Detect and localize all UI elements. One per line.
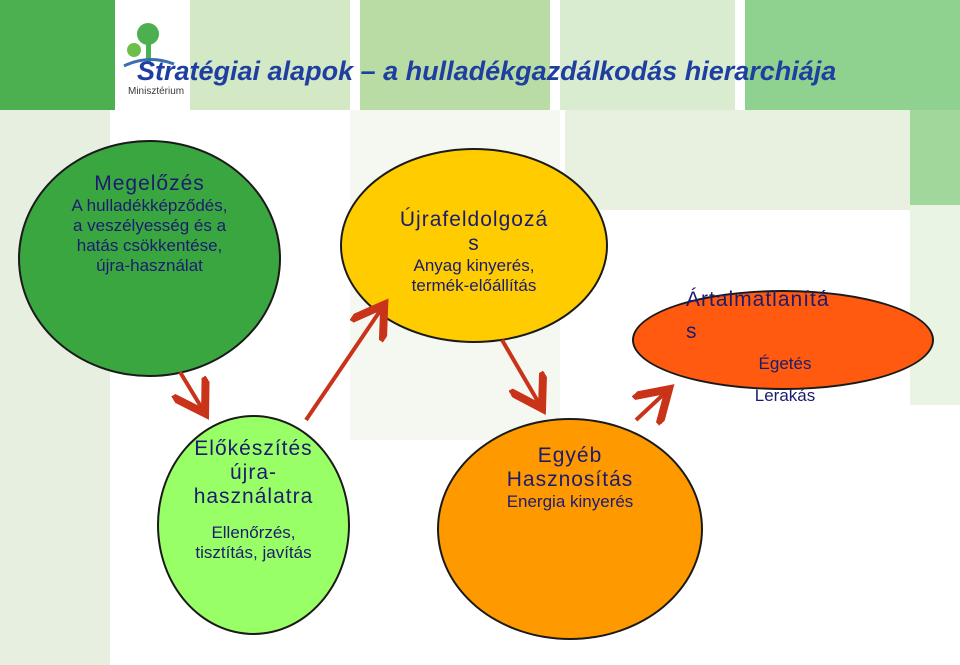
node-prep-reuse: Előkészítés újra- használatra Ellenőrzés…: [157, 415, 350, 635]
prep-reuse-line: Ellenőrzés,: [211, 523, 296, 542]
node-other-recovery: Egyéb Hasznosítás Energia kinyerés: [437, 418, 703, 640]
bg-block-top-3: [560, 0, 735, 110]
arrow-other-to-disposal: [636, 392, 666, 420]
disposal-line: Égetés: [758, 354, 812, 373]
bg-block-mid-3: [565, 110, 910, 210]
bg-block-right: [910, 110, 960, 205]
logo-label: Minisztérium: [128, 86, 185, 97]
prevention-line: hatás csökkentése,: [76, 236, 223, 255]
prep-reuse-heading: Előkészítés: [194, 437, 313, 460]
disposal-heading: Ártalmatlanítá: [686, 288, 830, 311]
other-recovery-line: Energia kinyerés: [506, 492, 634, 511]
prep-reuse-heading: újra-: [229, 461, 277, 484]
prevention-line: A hulladékképződés,: [71, 196, 228, 215]
bg-block-topleft: [0, 0, 115, 110]
bg-block-top-2: [360, 0, 550, 110]
ministry-logo: [123, 23, 175, 68]
recycling-line: termék-előállítás: [411, 276, 537, 295]
prevention-line: a veszélyesség és a: [72, 216, 227, 235]
disposal-heading: s: [686, 320, 698, 343]
prep-reuse-line: tisztítás, javítás: [195, 543, 312, 562]
recycling-heading: s: [468, 232, 480, 255]
arrow-prep-to-recycling: [304, 308, 382, 422]
other-recovery-heading: Hasznosítás: [506, 468, 634, 491]
page-title: Stratégiai alapok – a hulladékgazdálkodá…: [137, 56, 837, 86]
node-disposal: Ártalmatlanítá s Égetés Lerakás: [632, 288, 934, 405]
bg-block-right-2: [910, 205, 960, 405]
prep-reuse-heading: használatra: [193, 485, 314, 508]
prevention-line: újra-használat: [96, 256, 203, 275]
node-prevention: Megelőzés A hulladékképződés, a veszélye…: [18, 140, 281, 377]
recycling-heading: Újrafeldolgozá: [399, 208, 549, 231]
disposal-line: Lerakás: [754, 386, 816, 405]
prevention-heading: Megelőzés: [94, 172, 205, 195]
other-recovery-heading: Egyéb: [537, 444, 603, 467]
bg-block-top-1: [190, 0, 350, 110]
recycling-line: Anyag kinyerés,: [413, 256, 535, 275]
arrow-prevention-to-prep: [180, 370, 203, 410]
arrow-recycling-to-other: [500, 338, 540, 405]
bg-block-top-4: [745, 0, 960, 110]
